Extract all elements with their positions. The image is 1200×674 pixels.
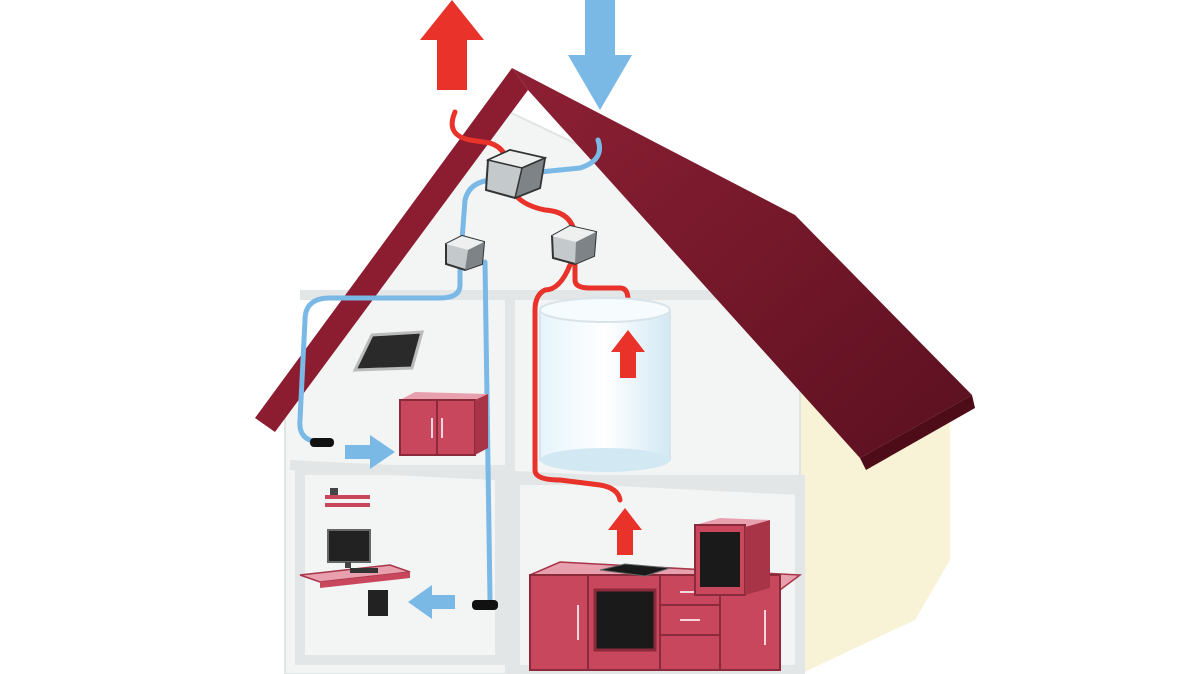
microwave-oven	[694, 518, 770, 596]
intake-arrow-icon	[568, 0, 632, 110]
heat-exchanger-icon	[484, 148, 548, 200]
desk-with-monitor	[299, 529, 411, 616]
wall-shelf	[325, 488, 370, 507]
roof	[512, 68, 972, 458]
extraction-arrow-kitchen-icon	[608, 508, 642, 555]
roof-front-edge	[255, 68, 528, 432]
distribution-unit-right-icon	[550, 224, 598, 266]
vent-grille-lower	[472, 600, 498, 610]
wall-picture	[352, 330, 425, 372]
supply-arrow-lower-icon	[408, 585, 455, 619]
upper-cabinet	[399, 392, 488, 456]
water-tank	[539, 297, 671, 472]
vent-grille-upper	[310, 438, 334, 447]
supply-arrow-icon	[345, 435, 395, 469]
extraction-arrow-icon	[611, 330, 645, 378]
roof-eave	[860, 395, 975, 470]
distribution-unit-left-icon	[445, 234, 486, 272]
exhaust-arrow-icon	[420, 0, 484, 90]
